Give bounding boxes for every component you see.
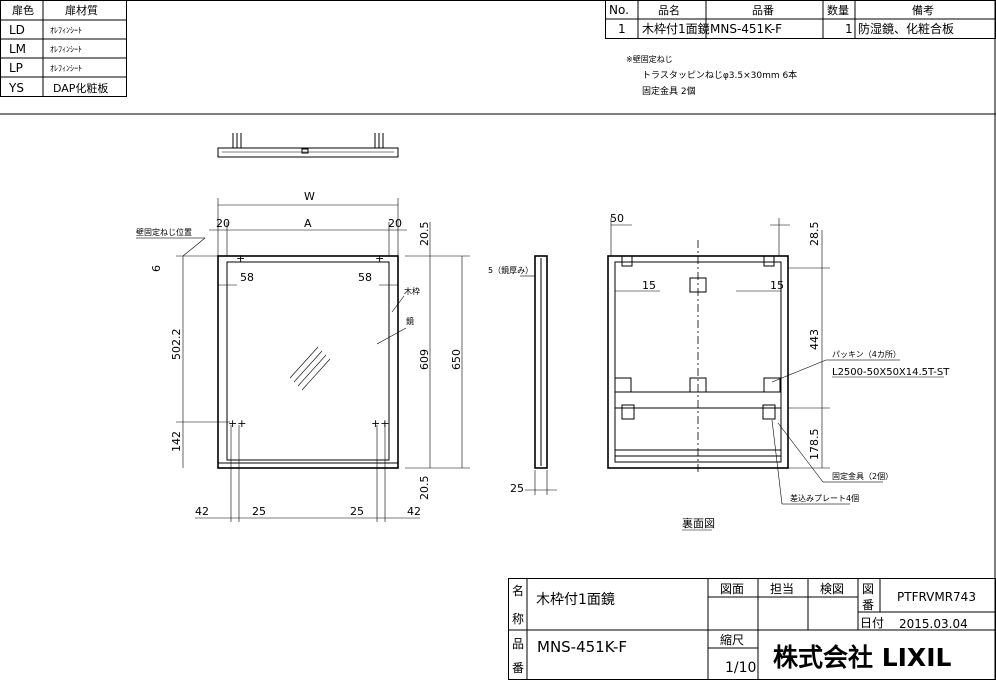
header-note: 備考 (912, 4, 934, 17)
top-view (217, 133, 399, 158)
note-screws: トラスタッピンねじφ3.5×30mm 6本 (642, 69, 797, 81)
screw-mark: ++ (371, 417, 389, 430)
code-label: 品 (512, 637, 524, 651)
header-no: No. (609, 3, 629, 17)
product-code: MNS-451K-F (537, 638, 627, 656)
header-code: 品番 (752, 4, 774, 17)
finish-table: 扉色 扉材質 LD ｵﾚﾌｨﾝｼｰﾄ LM ｵﾚﾌｨﾝｼｰﾄ LP ｵﾚﾌｨﾝｼ… (0, 0, 127, 97)
dim-42-right: 42 (407, 505, 421, 518)
row-color: YS (8, 81, 24, 95)
name-label: 称 (512, 612, 524, 626)
title-block: 名 称 木枠付1面鏡 図面 担当 検図 図 番 PTFRVMR743 日付 20… (508, 578, 996, 680)
scale-label: 縮尺 (720, 632, 744, 647)
note-brackets: 固定金具 2個 (642, 85, 696, 97)
drawing-number: PTFRVMR743 (897, 590, 976, 604)
header-door-color: 扉色 (12, 3, 34, 17)
dim-178-5: 178.5 (808, 429, 821, 461)
dim-502-2: 502.2 (170, 329, 183, 361)
row-color: LD (9, 23, 25, 37)
dim-142: 142 (170, 431, 183, 452)
drawing-label: 図面 (720, 582, 744, 596)
scale: 1/10 (725, 660, 756, 676)
dim-left-20: 20 (216, 217, 230, 230)
back-view: 50 28.5 15 15 443 178.5 パッキン（4カ所） L2500-… (607, 212, 950, 531)
dim-6: 6 (150, 265, 163, 272)
dim-right-20: 20 (388, 217, 402, 230)
label-bracket: 固定金具（2個） (832, 471, 893, 481)
dim-443: 443 (808, 329, 821, 350)
date: 2015.03.04 (899, 617, 968, 631)
dim-50: 50 (610, 212, 624, 225)
screw-mark: + (236, 252, 245, 265)
company-logo: 株式会社 LIXIL (773, 643, 952, 672)
header-name: 品名 (658, 3, 680, 17)
part-qty: 1 (845, 22, 853, 36)
part-code: MNS-451K-F (710, 22, 782, 36)
row-material: ｵﾚﾌｨﾝｼｰﾄ (50, 64, 82, 73)
parts-table: No. 品名 品番 数量 備考 1 木枠付1面鏡 MNS-451K-F 1 防湿… (605, 0, 996, 39)
dim-609: 609 (418, 349, 431, 370)
label-mirror: 鏡 (406, 316, 414, 326)
part-note: 防湿鏡、化粧合板 (858, 21, 954, 36)
dim-25-right: 25 (350, 505, 364, 518)
dim-bottom-20-5: 20.5 (418, 476, 431, 501)
screw-mark: + (375, 252, 384, 265)
date-label: 日付 (860, 616, 884, 630)
person-label: 担当 (770, 582, 794, 596)
label-packing-spec: L2500-50X50X14.5T-ST (832, 367, 950, 378)
row-color: LP (9, 61, 23, 75)
dim-a: A (304, 217, 312, 230)
product-name: 木枠付1面鏡 (536, 592, 615, 608)
label-frame: 木枠 (404, 286, 420, 296)
part-no: 1 (618, 22, 626, 36)
name-label: 名 (512, 583, 524, 598)
dim-15-left: 15 (642, 279, 656, 292)
dim-25-left: 25 (252, 505, 266, 518)
part-name: 木枠付1面鏡 (642, 21, 710, 36)
dim-w: W (304, 190, 315, 203)
label-mirror-thickness: 5（鏡厚み） (488, 265, 533, 275)
back-view-title: 裏面図 (682, 516, 715, 530)
label-insert-plate: 差込みプレート4個 (790, 493, 859, 503)
drawing-no-label: 番 (862, 598, 874, 612)
row-color: LM (9, 42, 26, 56)
front-view: W A 20 20 58 58 + + ++ ++ 502.2 142 6 壁固… (136, 190, 470, 522)
row-material: ｵﾚﾌｨﾝｼｰﾄ (50, 26, 82, 35)
dim-58-left: 58 (240, 271, 254, 284)
dim-650: 650 (450, 349, 463, 370)
dim-25-side: 25 (510, 482, 524, 495)
row-material: ｵﾚﾌｨﾝｼｰﾄ (50, 45, 82, 54)
installation-notes: ※壁固定ねじ トラスタッピンねじφ3.5×30mm 6本 固定金具 2個 (626, 54, 797, 97)
screw-mark: ++ (228, 417, 246, 430)
dim-42-left: 42 (195, 505, 209, 518)
dim-28-5: 28.5 (808, 222, 821, 247)
note-title: ※壁固定ねじ (626, 54, 673, 64)
row-material: DAP化粧板 (53, 81, 108, 95)
header-door-material: 扉材質 (65, 3, 98, 17)
code-label: 番 (512, 661, 524, 675)
label-packing: パッキン（4カ所） (832, 349, 901, 359)
label-screw-position: 壁固定ねじ位置 (136, 227, 192, 237)
dim-15-right: 15 (770, 279, 784, 292)
side-view: 5（鏡厚み） 25 (488, 255, 557, 495)
dim-top-20-5: 20.5 (418, 222, 431, 247)
header-qty: 数量 (827, 4, 849, 17)
drawing-no-label: 図 (862, 582, 874, 596)
check-label: 検図 (820, 582, 844, 596)
dim-58-right: 58 (358, 271, 372, 284)
